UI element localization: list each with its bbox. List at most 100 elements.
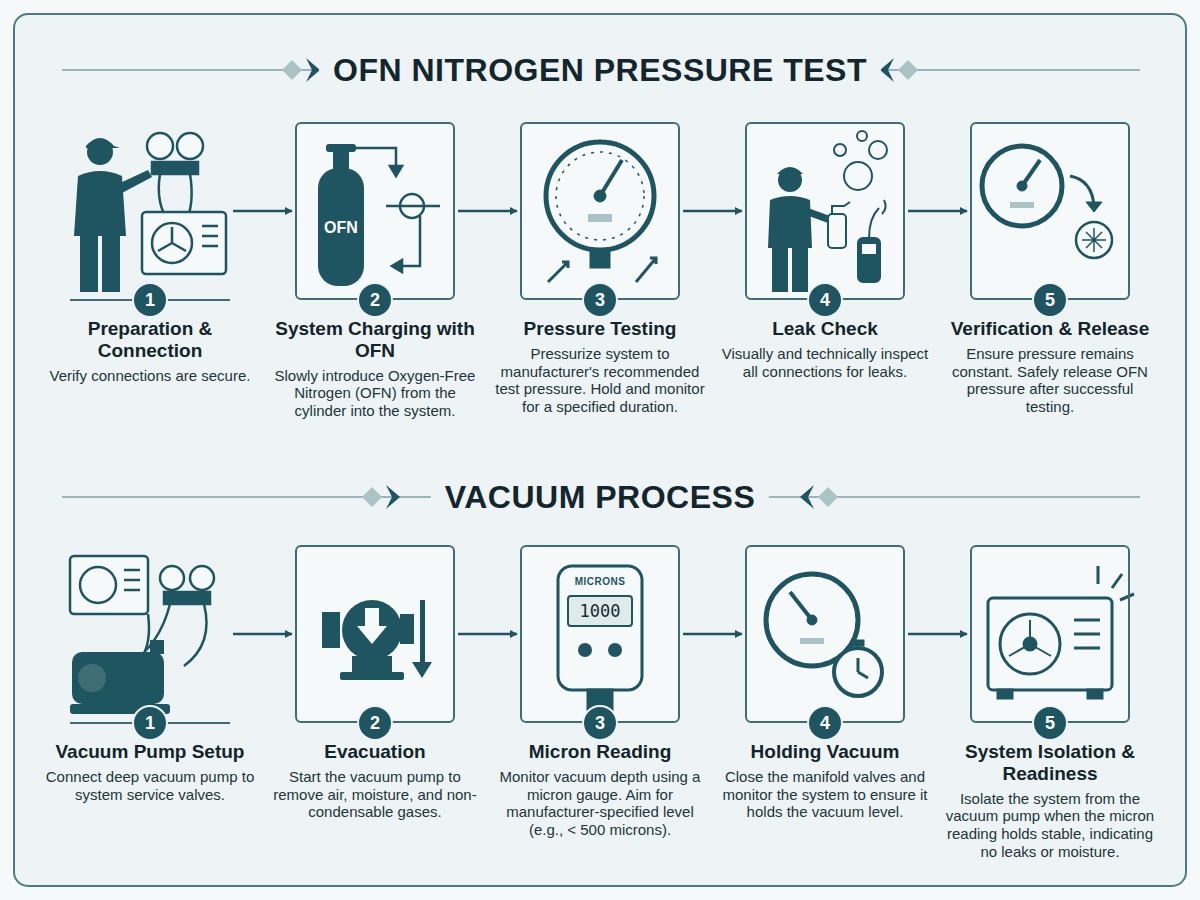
ready-ac-unit-part [1009,620,1051,656]
step-heading: Verification & Release [942,318,1158,340]
flow-arrow [233,210,292,213]
heading-ornament-part [306,58,320,82]
step-heading: Leak Check [717,318,933,340]
micron-gauge-part [558,566,642,690]
heading-ornament-part [386,485,400,509]
callout-number: 5 [1032,705,1068,741]
step-heading: Vacuum Pump Setup [42,741,258,763]
regulator-part [390,166,402,176]
callout-number: 2 [357,282,393,318]
vacuum-pump-part [72,652,164,704]
spray-bottle-and-detector-part [869,200,886,238]
heading-ornament-part [362,487,382,507]
spray-bottle-and-detector-part [832,202,850,214]
step-heading: Holding Vacuum [717,741,933,763]
spray-bottle-and-detector [828,200,886,282]
callout-number: 1 [132,282,168,318]
ac-unit-small-part [124,569,140,572]
callout-number: 4 [807,282,843,318]
regulator-part [396,216,420,266]
manifold-gauge-small-part [164,592,210,604]
evacuation-pump-part [400,614,414,644]
cylinder-label: OFN [324,219,358,237]
ac-unit-part [152,223,192,263]
ac-unit-part [142,212,226,274]
step-heading: Micron Reading [492,741,708,763]
ready-ac-unit-part [1074,619,1100,622]
step-text: Holding VacuumClose the manifold valves … [717,741,933,821]
step-description: Verify connections are secure. [42,367,258,385]
panel-fill-part [295,122,455,300]
vacuum-gauge-and-timer [766,574,882,696]
step-description: Monitor vacuum depth using a micron gaug… [492,768,708,839]
ready-ac-unit-part [1074,633,1100,636]
spray-bottle-and-detector-part [858,238,880,282]
section-heading: OFN NITROGEN PRESSURE TEST [319,52,881,89]
spray-bottle-and-detector-part [828,214,846,248]
pressure-gauge [546,142,656,282]
worker-figure-part [86,138,120,148]
technician-figure [768,167,830,292]
step-text: Vacuum Pump SetupConnect deep vacuum pum… [42,741,258,803]
step-text: Preparation & ConnectionVerify connectio… [42,318,258,384]
step-panel: EvacuationStart the vacuum pump to remov… [295,545,455,723]
manifold-gauge-small-part [160,566,184,590]
step-description: Start the vacuum pump to remove air, moi… [267,768,483,821]
micron-gauge-part [608,643,622,657]
nitrogen-cylinder-part [333,150,349,170]
heading-ornament-part [818,487,838,507]
technician-figure-part [806,208,830,223]
release-gauge-part [1086,202,1102,212]
ready-ac-unit-part [1088,690,1102,698]
evacuation-pump-part [357,608,387,644]
heading-ornament-part [800,485,814,509]
technician-figure-part [792,248,808,292]
step-text: System Isolation & ReadinessIsolate the … [942,741,1158,860]
panel-fill-part [970,545,1130,723]
heading-ornament-part [880,58,894,82]
nitrogen-cylinder [318,144,364,286]
release-gauge [982,146,1112,258]
bubbles-part [857,131,867,141]
gauge-reading: 1000 [580,601,621,621]
panel-fill-part [745,122,905,300]
release-gauge-part [1076,222,1112,258]
regulator-part [386,205,440,208]
step-description: Isolate the system from the vacuum pump … [942,790,1158,861]
step-description: Pressurize system to manufacturer's reco… [492,345,708,416]
step-heading: Evacuation [267,741,483,763]
callout-number: 3 [582,705,618,741]
step-text: EvacuationStart the vacuum pump to remov… [267,741,483,821]
ready-ac-unit [988,566,1134,698]
pressure-gauge-part [594,190,606,202]
nitrogen-cylinder-part [318,168,364,286]
step-panel: Pressure TestingPressurize system to man… [520,122,680,300]
ready-ac-unit-part [1000,614,1060,674]
pressure-gauge-part [636,258,656,282]
ready-ac-unit-part [1074,647,1100,650]
technician-figure-part [768,196,812,248]
release-gauge-part [1082,228,1106,252]
ac-unit-small [70,556,148,614]
flow-arrow [458,210,517,213]
ac-unit-small-part [124,579,140,582]
vacuum-gauge-and-timer-part [807,615,817,625]
technician-figure-part [778,168,802,192]
section-heading: VACUUM PROCESS [431,479,769,516]
step-panel: Leak CheckVisually and technically inspe… [745,122,905,300]
evacuation-pump-part [322,612,340,648]
callout-number: 4 [807,705,843,741]
step-figure-area: Vacuum Pump SetupConnect deep vacuum pum… [70,545,230,723]
vacuum-gauge-and-timer-part [858,658,868,678]
ac-unit-part [158,227,186,251]
release-gauge-part [982,146,1062,226]
pressure-gauge-part [590,250,610,268]
vacuum-gauge-and-timer-part [834,648,882,696]
step-heading: System Charging with OFN [267,318,483,362]
regulator [356,148,440,272]
vacuum-pump-part [78,664,106,692]
flow-arrow [908,633,967,636]
flow-arrow [233,633,292,636]
step-base-line [70,300,230,723]
ac-unit-part [202,235,218,238]
